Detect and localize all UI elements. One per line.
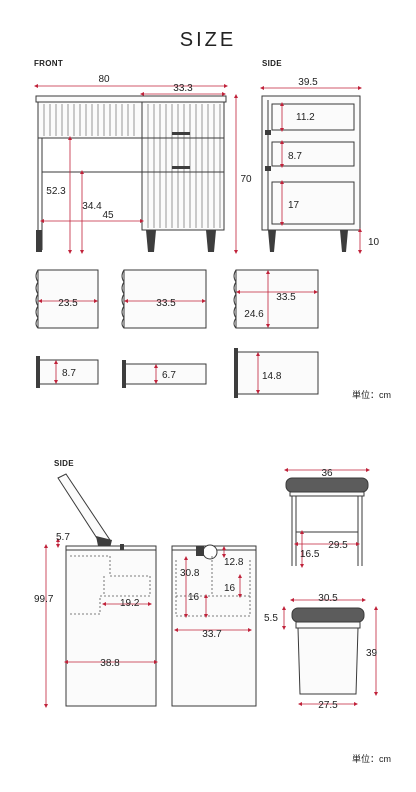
drawer-section-c: 14.8 (234, 348, 319, 398)
drawer-plan-b: 33.5 (121, 269, 207, 329)
dim-compartment-16b: 16 (224, 583, 236, 594)
dim-stool-seat-thick: 5.5 (264, 613, 278, 624)
dim-box-c-width: 33.5 (276, 292, 296, 303)
dim-stool-width: 36 (321, 468, 333, 479)
dim-front-drawer-width: 33.3 (173, 83, 193, 94)
dim-compartment-small: 12.8 (224, 557, 244, 568)
dim-stool-inner-width: 29.5 (328, 540, 348, 551)
dim-side-leg: 10 (368, 237, 380, 248)
section-label-side-bottom: SIDE (54, 459, 74, 468)
stool-side: 30.5 5.5 39 27.5 (264, 593, 378, 711)
section-label-front: FRONT (34, 59, 63, 68)
side-view-open: 99.7 5.7 19.2 38.8 (34, 473, 158, 708)
dim-box-a-height: 8.7 (62, 368, 76, 379)
dim-cabinet-depth: 38.8 (100, 658, 120, 669)
dim-box-c-depth: 24.6 (244, 309, 264, 320)
front-flutes-left (43, 104, 135, 136)
dim-front-inner-height: 34.4 (82, 201, 102, 212)
stool-front: 36 29.5 16.5 (284, 468, 370, 568)
drawer-section-b: 6.7 (122, 360, 207, 388)
dim-stool-leg-height: 16.5 (300, 549, 320, 560)
leg (340, 230, 348, 252)
dim-side-drawer1: 11.2 (296, 112, 315, 123)
dim-mirror-offset: 5.7 (56, 532, 70, 543)
dim-front-knee-height: 52.3 (46, 186, 66, 197)
dim-box-a-width: 23.5 (58, 298, 78, 309)
dim-side-depth: 39.5 (298, 77, 318, 88)
dim-front-height: 70 (240, 174, 252, 185)
dim-stool-seat-width: 30.5 (318, 593, 338, 604)
dim-box-b-width: 33.5 (156, 298, 176, 309)
unit-label-bottom: 単位：cm (352, 753, 391, 764)
drawer-handle (172, 132, 190, 135)
dim-box-c-height: 14.8 (262, 371, 282, 382)
dim-compartment-16a: 16 (188, 592, 200, 603)
unit-label-top: 単位：cm (352, 389, 391, 400)
section-label-side-top: SIDE (262, 59, 282, 68)
drawer-plan-c: 33.5 24.6 (233, 269, 319, 329)
dim-compartment-width: 33.7 (202, 629, 222, 640)
dim-side-drawer2: 8.7 (288, 151, 302, 162)
dim-box-b-height: 6.7 (162, 370, 176, 381)
drawer-handle (172, 166, 190, 169)
leg (36, 230, 42, 252)
leg (146, 230, 156, 252)
dim-stool-height: 39 (366, 648, 378, 659)
dim-compartment-height: 30.8 (180, 568, 200, 579)
dim-front-width: 80 (98, 74, 110, 85)
page-title: SIZE (180, 29, 236, 51)
compartment-view: 30.8 12.8 16 16 33.7 (171, 544, 257, 707)
dim-front-knee-width: 45 (102, 210, 114, 221)
drawer-section-a: 8.7 (36, 356, 99, 388)
leg (268, 230, 276, 252)
drawer-plan-a: 23.5 (35, 269, 99, 329)
dim-open-height: 99.7 (34, 594, 54, 605)
dim-side-drawer3: 17 (288, 200, 300, 211)
leg (206, 230, 216, 252)
front-view: 80 33.3 70 52.3 34.4 45 (34, 74, 252, 254)
side-view-top: 39.5 11.2 8.7 17 10 (260, 77, 380, 254)
dim-stool-base-width: 27.5 (318, 700, 338, 711)
dim-inner-shelf: 19.2 (120, 598, 140, 609)
